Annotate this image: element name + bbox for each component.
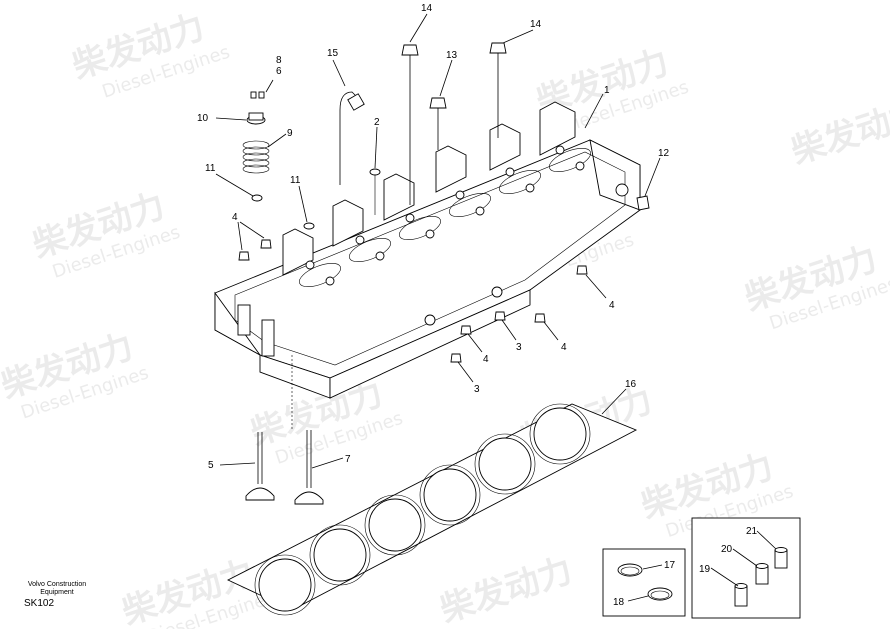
callout-16: 16 (625, 379, 637, 390)
inset-valve-lifters (691, 517, 801, 619)
callout-11: 11 (290, 175, 301, 186)
callout-13: 13 (446, 50, 458, 61)
callout-2: 2 (374, 117, 380, 128)
callout-18: 18 (613, 597, 625, 608)
company-line-2: Equipment (40, 589, 74, 596)
head-gasket (226, 403, 638, 616)
watermark-cn: 柴发动力 (787, 92, 890, 172)
inset-seal-rings (602, 548, 686, 617)
callout-8: 8 (276, 55, 282, 66)
callout-12: 12 (658, 148, 670, 159)
callout-labels: 14 14 13 15 8 6 10 9 2 1 12 11 11 4 4 4 … (197, 3, 758, 608)
cylinder-head (214, 101, 641, 399)
valve-spring-parts (242, 91, 381, 230)
drawing-code: SK102 (24, 598, 55, 609)
callout-4: 4 (609, 300, 615, 311)
valves (245, 355, 324, 505)
callout-3: 3 (474, 384, 480, 395)
callout-11: 11 (205, 163, 216, 174)
callout-14: 14 (530, 19, 542, 30)
callout-20: 20 (721, 544, 733, 555)
callout-15: 15 (327, 48, 339, 59)
valve-pockets (299, 145, 591, 288)
callout-9: 9 (287, 128, 293, 139)
head-bolts (339, 42, 507, 205)
rocker-supports (282, 101, 576, 276)
callout-4: 4 (232, 212, 238, 223)
callout-14: 14 (421, 3, 433, 14)
callout-5: 5 (208, 460, 214, 471)
callout-21: 21 (746, 526, 758, 537)
company-caption: Volvo Construction Equipment (22, 581, 92, 597)
watermark-cn: 柴发动力 (435, 550, 577, 629)
callout-10: 10 (197, 113, 209, 124)
company-line-1: Volvo Construction (27, 581, 87, 588)
callout-19: 19 (699, 564, 711, 575)
callout-7: 7 (345, 454, 351, 465)
leader-lines (215, 13, 777, 602)
callout-4: 4 (561, 342, 567, 353)
callout-17: 17 (664, 560, 676, 571)
callout-4: 4 (483, 354, 489, 365)
callout-3: 3 (516, 342, 522, 353)
callout-6: 6 (276, 66, 282, 77)
nuts-and-plugs (238, 195, 650, 363)
callout-1: 1 (604, 85, 610, 96)
